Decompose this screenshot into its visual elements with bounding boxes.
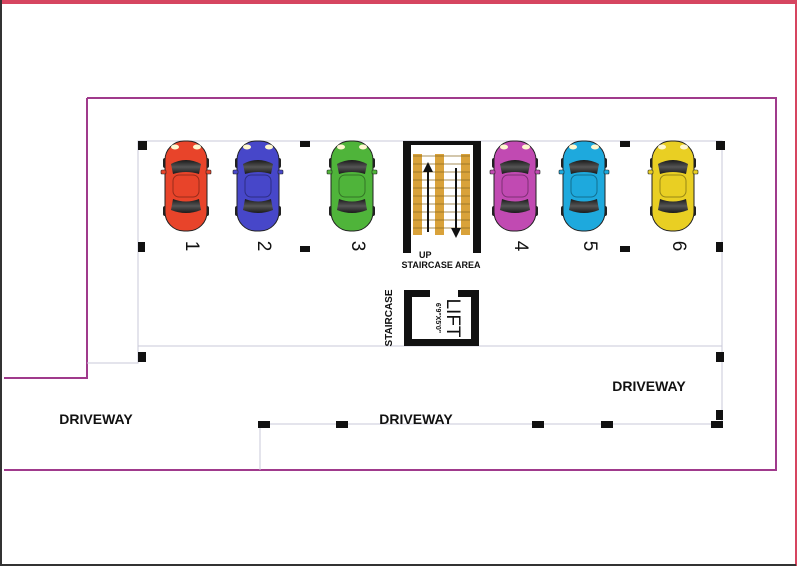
staircase-label: STAIRCASE [384,289,395,346]
site-boundary-left [4,98,88,379]
slot-number: 6 [668,241,689,252]
slot-number: 2 [253,241,274,252]
driveway-center-label: DRIVEWAY [379,411,453,427]
stair-stringer [413,154,422,235]
car-icon [647,140,699,232]
up-arrow-icon [423,162,433,172]
parked-cars: 1 2 3 4 5 6 [160,140,699,252]
lift-label: LIFT [442,298,463,337]
car-icon [489,140,541,232]
stair-wall-right [473,141,481,253]
staircase-area-label: STAIRCASE AREA [401,260,481,270]
stair-stringer [461,154,470,235]
car-icon [326,140,378,232]
parking-slot-3: 3 [326,140,378,252]
slot-number: 5 [579,241,600,252]
parking-slot-2: 2 [232,140,284,252]
car-icon [558,140,610,232]
columns [138,141,725,428]
parking-slot-1: 1 [160,140,212,252]
slot-number: 3 [347,241,368,252]
car-icon [232,140,284,232]
slab-edge-left [87,346,139,364]
lift-door-gap [430,290,458,297]
ramp-edge [259,346,723,470]
lift-car [412,297,471,339]
stair-stringer [435,154,444,235]
stair-treads [413,154,470,235]
car-icon [160,140,212,232]
lift-block: STAIRCASE LIFT 6'9"X5'0" [384,289,479,347]
stair-wall-left [403,141,411,253]
up-label: UP [419,250,432,260]
frame-top-border [0,0,809,4]
slot-number: 4 [510,241,531,252]
lift-size-label: 6'9"X5'0" [434,303,441,333]
frame-right-margin [795,0,809,566]
driveway-left-label: DRIVEWAY [59,411,133,427]
stair-wall-top [411,141,473,145]
site-boundary [4,97,777,471]
slot-number: 1 [181,241,202,252]
parking-slot-4: 4 [489,140,541,252]
staircase-block: UP STAIRCASE AREA [401,141,481,270]
parking-slot-6: 6 [647,140,699,252]
driveway-right-label: DRIVEWAY [612,378,686,394]
parking-slot-5: 5 [558,140,610,252]
down-arrow-icon [451,228,461,238]
